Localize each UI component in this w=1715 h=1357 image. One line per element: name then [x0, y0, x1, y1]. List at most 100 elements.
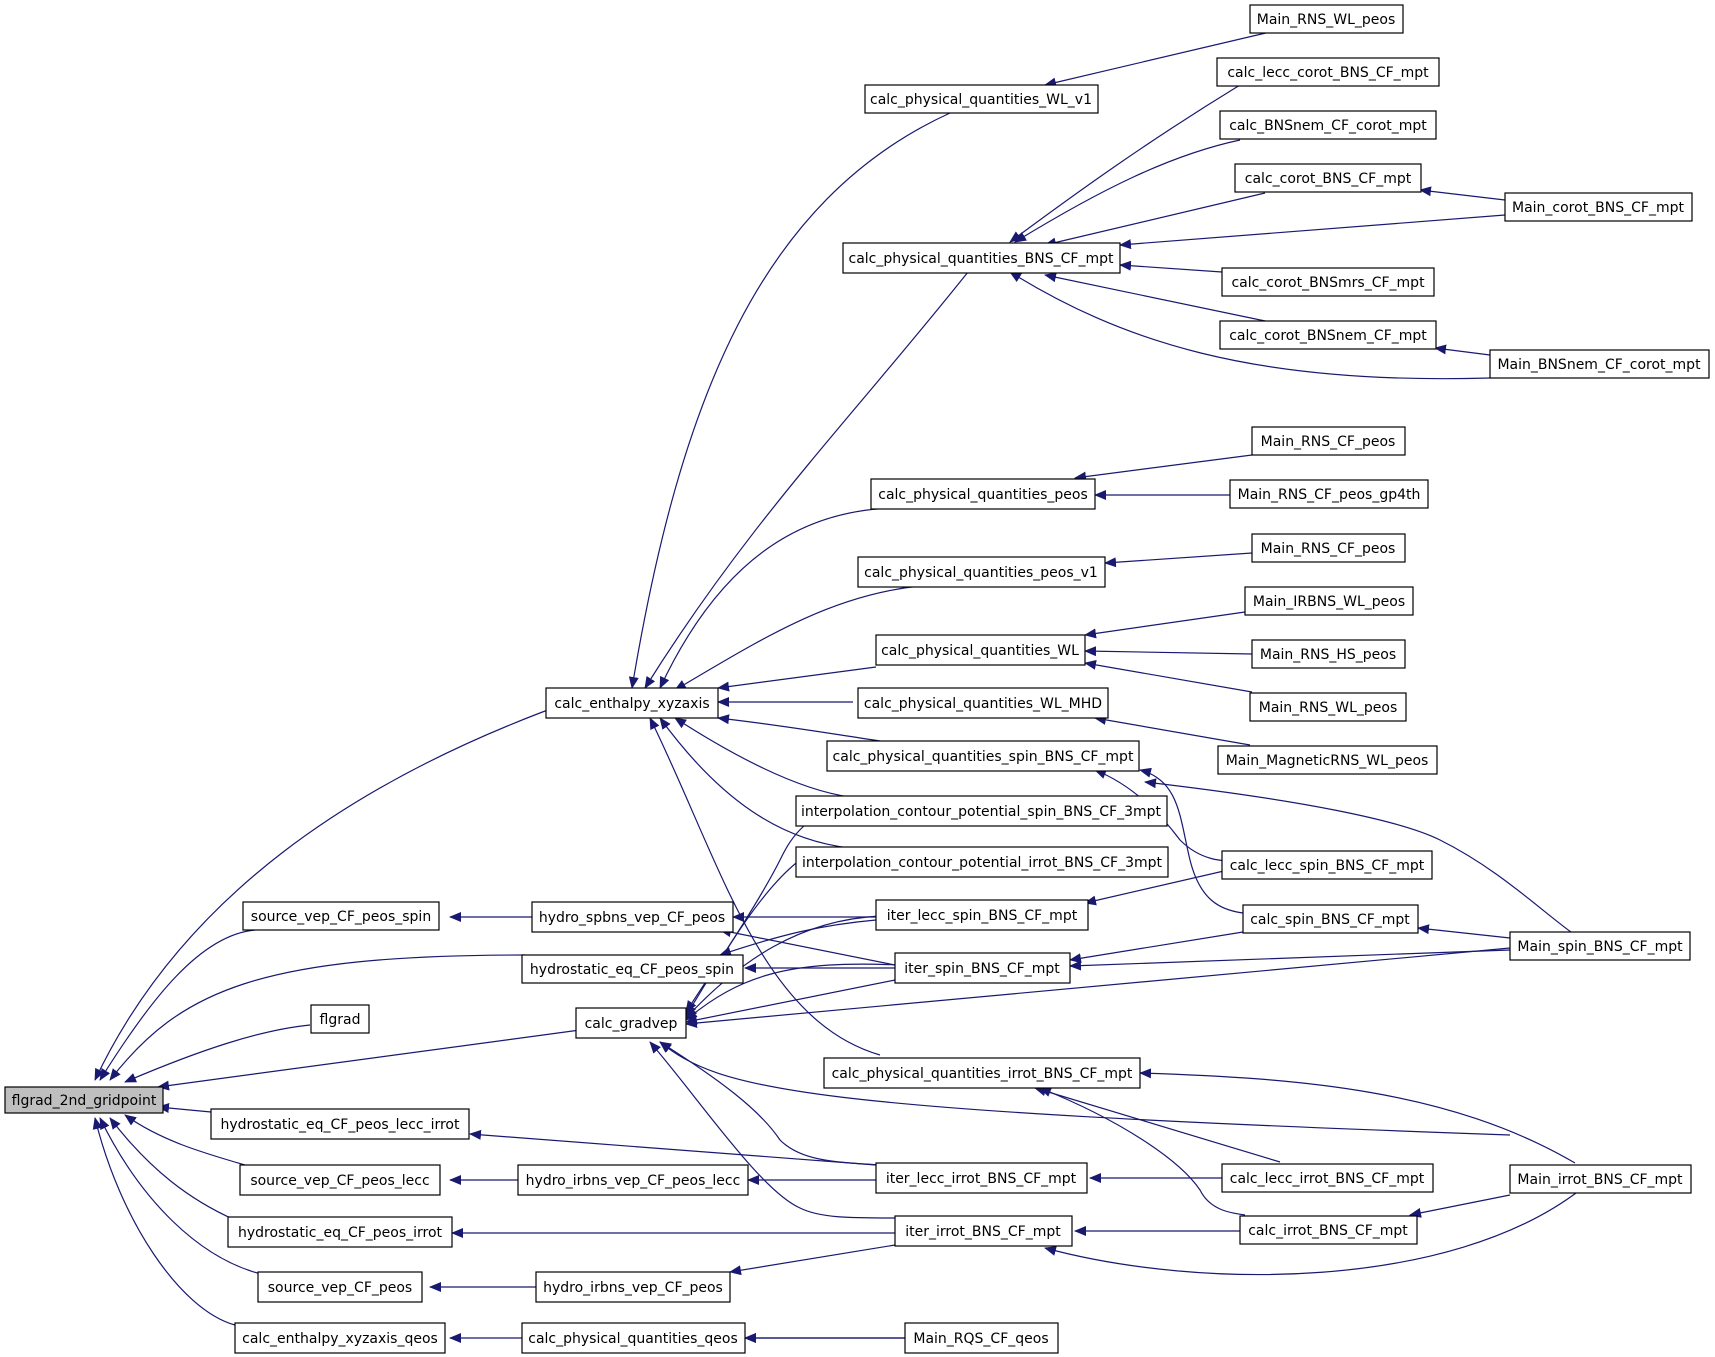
edge: [1044, 1189, 1581, 1276]
node-main-irbns-wl-peos[interactable]: Main_IRBNS_WL_peos: [1244, 586, 1414, 616]
node-calc-spin-bns-cf-mpt[interactable]: calc_spin_BNS_CF_mpt: [1242, 904, 1419, 934]
svg-text:calc_corot_BNSnem_CF_mpt: calc_corot_BNSnem_CF_mpt: [1229, 328, 1427, 344]
node-calc-corot-bnsmrs-cf-mpt[interactable]: calc_corot_BNSmrs_CF_mpt: [1221, 267, 1435, 297]
svg-text:calc_gradvep: calc_gradvep: [585, 1016, 678, 1032]
node-calc-lecc-corot-bns-cf-mpt[interactable]: calc_lecc_corot_BNS_CF_mpt: [1216, 57, 1440, 87]
edge: [1069, 949, 1511, 971]
node-calc-physical-quantities-peos[interactable]: calc_physical_quantities_peos: [870, 478, 1096, 510]
svg-text:Main_IRBNS_WL_peos: Main_IRBNS_WL_peos: [1253, 594, 1405, 610]
node-hydrostatic-eq-cf-peos-spin[interactable]: hydrostatic_eq_CF_peos_spin: [521, 954, 744, 984]
node-calc-physical-quantities-wl-v1[interactable]: calc_physical_quantities_WL_v1: [864, 84, 1099, 114]
node-flgrad-2nd-gridpoint[interactable]: flgrad_2nd_gridpoint: [4, 1086, 164, 1114]
node-main-rns-cf-peos-a[interactable]: Main_RNS_CF_peos: [1251, 426, 1406, 456]
svg-text:calc_physical_quantities_WL: calc_physical_quantities_WL: [881, 643, 1079, 659]
node-source-vep-cf-peos-spin[interactable]: source_vep_CF_peos_spin: [242, 901, 440, 931]
node-interpolation-contour-potential-irrot[interactable]: interpolation_contour_potential_irrot_BN…: [795, 846, 1169, 878]
svg-text:calc_irrot_BNS_CF_mpt: calc_irrot_BNS_CF_mpt: [1248, 1223, 1408, 1239]
svg-text:flgrad: flgrad: [320, 1012, 361, 1028]
node-calc-bnsnem-cf-corot-mpt[interactable]: calc_BNSnem_CF_corot_mpt: [1219, 110, 1437, 140]
node-calc-lecc-spin-bns-cf-mpt[interactable]: calc_lecc_spin_BNS_CF_mpt: [1221, 850, 1433, 880]
node-main-magneticrns-wl-peos[interactable]: Main_MagneticRNS_WL_peos: [1217, 745, 1438, 775]
node-calc-irrot-bns-cf-mpt[interactable]: calc_irrot_BNS_CF_mpt: [1239, 1215, 1418, 1245]
node-main-rns-wl-peos-top[interactable]: Main_RNS_WL_peos: [1249, 4, 1404, 34]
node-main-rqs-cf-qeos[interactable]: Main_RQS_CF_qeos: [904, 1322, 1059, 1354]
node-source-vep-cf-peos-lecc[interactable]: source_vep_CF_peos_lecc: [239, 1164, 441, 1196]
svg-text:calc_lecc_irrot_BNS_CF_mpt: calc_lecc_irrot_BNS_CF_mpt: [1230, 1171, 1425, 1187]
edge: [649, 717, 881, 1056]
svg-text:Main_corot_BNS_CF_mpt: Main_corot_BNS_CF_mpt: [1512, 200, 1685, 216]
svg-text:calc_enthalpy_xyzaxis: calc_enthalpy_xyzaxis: [554, 696, 709, 712]
edge: [109, 954, 526, 1081]
node-calc-physical-quantities-irrot-bns-cf-mpt[interactable]: calc_physical_quantities_irrot_BNS_CF_mp…: [823, 1057, 1141, 1089]
node-hydro-spbns-vep-cf-peos[interactable]: hydro_spbns_vep_CF_peos: [531, 901, 734, 933]
svg-text:source_vep_CF_peos: source_vep_CF_peos: [268, 1280, 412, 1296]
node-calc-physical-quantities-wl-mhd[interactable]: calc_physical_quantities_WL_MHD: [857, 687, 1109, 719]
node-hydrostatic-eq-cf-peos-lecc-irrot[interactable]: hydrostatic_eq_CF_peos_lecc_irrot: [210, 1108, 470, 1140]
svg-text:Main_RNS_CF_peos: Main_RNS_CF_peos: [1261, 434, 1396, 450]
node-main-rns-hs-peos[interactable]: Main_RNS_HS_peos: [1251, 639, 1406, 669]
node-iter-spin-bns-cf-mpt[interactable]: iter_spin_BNS_CF_mpt: [894, 952, 1071, 984]
node-iter-irrot-bns-cf-mpt[interactable]: iter_irrot_BNS_CF_mpt: [894, 1215, 1073, 1247]
node-main-spin-bns-cf-mpt[interactable]: Main_spin_BNS_CF_mpt: [1509, 931, 1691, 961]
svg-text:calc_physical_quantities_irrot: calc_physical_quantities_irrot_BNS_CF_mp…: [832, 1066, 1133, 1082]
node-main-rns-cf-peos-gp4th[interactable]: Main_RNS_CF_peos_gp4th: [1229, 479, 1429, 509]
svg-text:calc_physical_quantities_BNS_C: calc_physical_quantities_BNS_CF_mpt: [849, 251, 1114, 267]
node-calc-physical-quantities-bns-cf-mpt[interactable]: calc_physical_quantities_BNS_CF_mpt: [842, 242, 1121, 274]
svg-text:calc_physical_quantities_qeos: calc_physical_quantities_qeos: [528, 1331, 738, 1347]
edge: [1084, 611, 1246, 639]
nodes: flgrad_2nd_gridpoint calc_enthalpy_xyzax…: [4, 4, 1710, 1354]
node-main-rns-wl-peos-b[interactable]: Main_RNS_WL_peos: [1249, 692, 1407, 722]
svg-text:hydrostatic_eq_CF_peos_irrot: hydrostatic_eq_CF_peos_irrot: [238, 1225, 443, 1241]
edge: [1044, 272, 1271, 323]
svg-text:Main_spin_BNS_CF_mpt: Main_spin_BNS_CF_mpt: [1517, 939, 1683, 955]
svg-text:interpolation_contour_potentia: interpolation_contour_potential_irrot_BN…: [802, 855, 1163, 871]
svg-text:Main_RNS_CF_peos: Main_RNS_CF_peos: [1261, 541, 1396, 557]
svg-text:interpolation_contour_potentia: interpolation_contour_potential_spin_BNS…: [801, 804, 1162, 820]
node-iter-lecc-spin-bns-cf-mpt[interactable]: iter_lecc_spin_BNS_CF_mpt: [875, 899, 1089, 931]
node-calc-corot-bns-cf-mpt[interactable]: calc_corot_BNS_CF_mpt: [1234, 163, 1422, 193]
node-calc-physical-quantities-wl[interactable]: calc_physical_quantities_WL: [875, 634, 1086, 666]
node-main-irrot-bns-cf-mpt[interactable]: Main_irrot_BNS_CF_mpt: [1509, 1164, 1692, 1194]
svg-text:calc_corot_BNSmrs_CF_mpt: calc_corot_BNSmrs_CF_mpt: [1231, 275, 1425, 291]
node-calc-physical-quantities-spin-bns-cf-mpt[interactable]: calc_physical_quantities_spin_BNS_CF_mpt: [826, 740, 1140, 772]
edge: [1104, 552, 1253, 568]
node-flgrad[interactable]: flgrad: [310, 1004, 370, 1034]
svg-text:calc_physical_quantities_spin_: calc_physical_quantities_spin_BNS_CF_mpt: [833, 749, 1134, 765]
node-hydrostatic-eq-cf-peos-irrot[interactable]: hydrostatic_eq_CF_peos_irrot: [227, 1216, 453, 1248]
node-main-corot-bns-cf-mpt[interactable]: Main_corot_BNS_CF_mpt: [1504, 192, 1693, 222]
svg-text:iter_lecc_spin_BNS_CF_mpt: iter_lecc_spin_BNS_CF_mpt: [887, 908, 1078, 924]
svg-text:Main_RQS_CF_qeos: Main_RQS_CF_qeos: [913, 1331, 1048, 1347]
node-calc-gradvep[interactable]: calc_gradvep: [575, 1007, 687, 1039]
node-calc-physical-quantities-peos-v1[interactable]: calc_physical_quantities_peos_v1: [857, 556, 1106, 588]
edge: [1434, 344, 1491, 356]
edge: [1044, 192, 1266, 248]
edge: [717, 714, 881, 742]
edge: [674, 717, 851, 798]
edge: [1094, 714, 1251, 746]
node-interpolation-contour-potential-spin[interactable]: interpolation_contour_potential_spin_BNS…: [795, 795, 1168, 827]
node-main-rns-cf-peos-b[interactable]: Main_RNS_CF_peos: [1251, 533, 1406, 563]
edge: [1409, 1194, 1511, 1218]
edge: [157, 1029, 581, 1091]
edge: [628, 112, 951, 689]
node-calc-corot-bnsnem-cf-mpt[interactable]: calc_corot_BNSnem_CF_mpt: [1219, 320, 1437, 350]
node-main-bnsnem-cf-corot-mpt[interactable]: Main_BNSnem_CF_corot_mpt: [1489, 349, 1710, 379]
edge: [1084, 659, 1253, 693]
node-calc-lecc-irrot-bns-cf-mpt[interactable]: calc_lecc_irrot_BNS_CF_mpt: [1221, 1163, 1434, 1193]
node-hydro-irbns-vep-cf-peos-lecc[interactable]: hydro_irbns_vep_CF_peos_lecc: [517, 1164, 749, 1196]
node-source-vep-cf-peos[interactable]: source_vep_CF_peos: [257, 1271, 423, 1303]
svg-text:hydro_spbns_vep_CF_peos: hydro_spbns_vep_CF_peos: [539, 910, 725, 926]
svg-text:calc_enthalpy_xyzaxis_qeos: calc_enthalpy_xyzaxis_qeos: [242, 1331, 438, 1347]
node-iter-lecc-irrot-bns-cf-mpt[interactable]: iter_lecc_irrot_BNS_CF_mpt: [875, 1162, 1088, 1194]
node-calc-physical-quantities-qeos[interactable]: calc_physical_quantities_qeos: [521, 1322, 746, 1354]
node-calc-enthalpy-xyzaxis[interactable]: calc_enthalpy_xyzaxis: [545, 687, 719, 719]
edge: [685, 915, 881, 1019]
edge: [92, 1117, 236, 1326]
edges: [92, 31, 1581, 1343]
svg-text:Main_RNS_HS_peos: Main_RNS_HS_peos: [1260, 647, 1396, 663]
node-calc-enthalpy-xyzaxis-qeos[interactable]: calc_enthalpy_xyzaxis_qeos: [234, 1322, 446, 1354]
edge: [1119, 260, 1223, 273]
svg-text:hydrostatic_eq_CF_peos_spin: hydrostatic_eq_CF_peos_spin: [530, 962, 734, 978]
node-hydro-irbns-vep-cf-peos[interactable]: hydro_irbns_vep_CF_peos: [535, 1271, 731, 1303]
edge: [1009, 271, 1491, 380]
